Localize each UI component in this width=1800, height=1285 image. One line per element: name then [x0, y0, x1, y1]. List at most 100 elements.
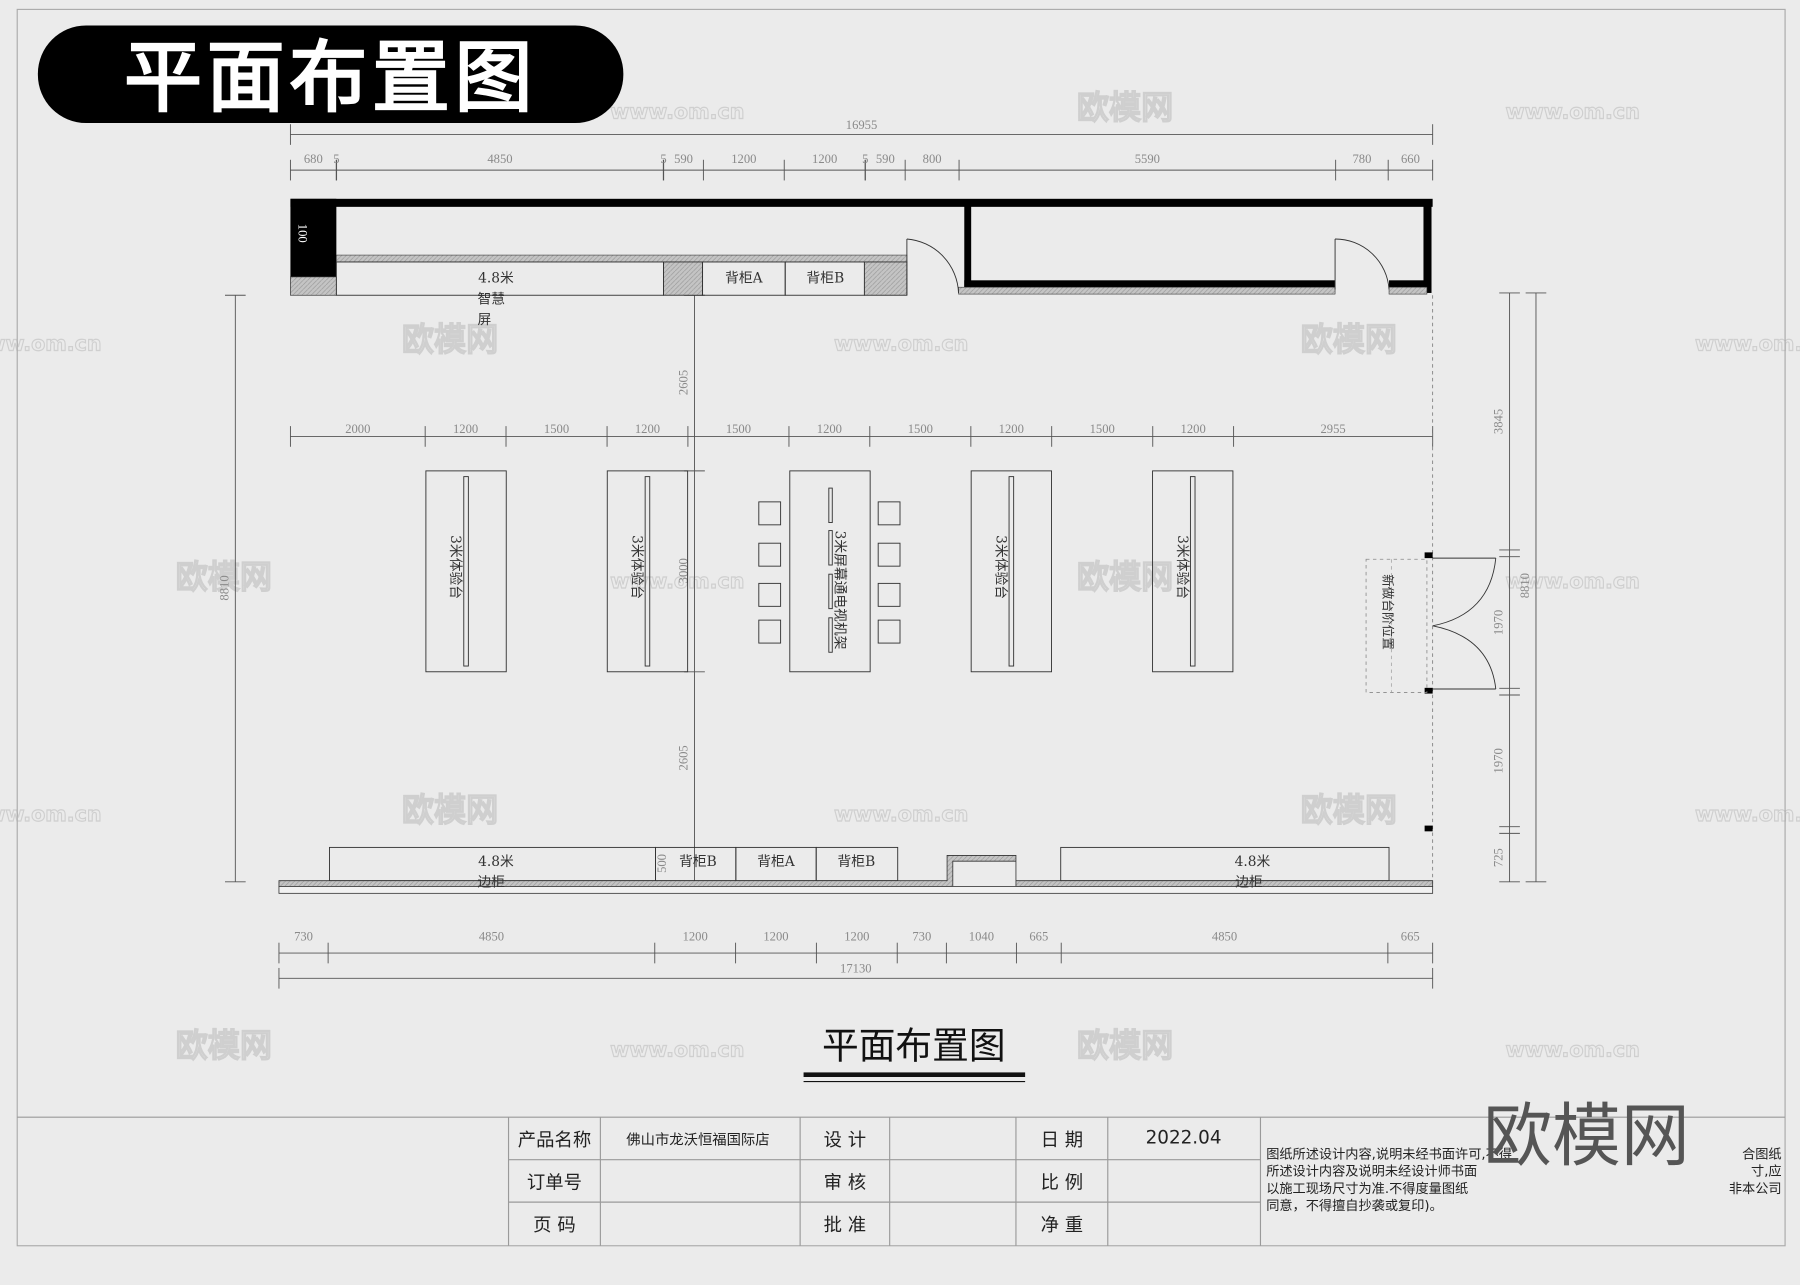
tv-table — [758, 470, 901, 673]
cabinet-depth-label: 500 — [655, 854, 669, 873]
dimension-label: 730 — [912, 929, 931, 943]
scale-label: 比 例 — [1041, 1172, 1084, 1193]
total-dimension-label-left: 8810 — [217, 575, 231, 600]
dimension-label: 1200 — [844, 929, 869, 943]
back-cabinet-b-top: 背柜B — [807, 271, 845, 287]
dimension-label: 1970 — [1492, 748, 1506, 773]
watermark: 欧模网 — [402, 791, 498, 829]
side-cabinet-right-label: 4.8米 — [1235, 854, 1271, 870]
dimension-label: 2955 — [1321, 422, 1346, 436]
watermark: 欧模网 — [176, 558, 272, 596]
dimension-label: 1200 — [683, 929, 708, 943]
chair-icon — [758, 542, 782, 567]
dimension-label: 1200 — [999, 422, 1024, 436]
chair-icon — [877, 501, 901, 526]
order-label: 订单号 — [527, 1172, 582, 1193]
north-cabinets — [335, 261, 908, 296]
weight-label: 净 重 — [1041, 1215, 1084, 1236]
experience-table — [425, 470, 507, 673]
product-name-label: 产品名称 — [518, 1130, 591, 1151]
note-line: 以施工现场尺寸为准.不得度量图纸 — [1266, 1180, 1468, 1197]
watermark-logo-large: 欧模网 — [1483, 1097, 1690, 1177]
south-wall — [278, 855, 1434, 894]
page-label: 页 码 — [533, 1215, 576, 1236]
experience-table — [1152, 470, 1234, 673]
dimension-label: 5 — [862, 152, 868, 166]
dimension-label: 780 — [1352, 152, 1371, 166]
watermark: www.om.cn — [1695, 802, 1800, 826]
drawing-title: 平面布置图 — [822, 1025, 1006, 1068]
watermark: www.om.cn — [1506, 1037, 1640, 1061]
dimension-label: 3000 — [677, 558, 691, 583]
sheet-frame — [16, 8, 1786, 1247]
back-cabinet-a-top: 背柜A — [725, 271, 764, 287]
watermark: 欧模网 — [1301, 320, 1397, 358]
side-cabinet-left-label-2: 边柜 — [478, 874, 506, 890]
smart-screen-label: 4.8米 — [478, 271, 514, 287]
dimension-label: 1500 — [908, 422, 933, 436]
watermark: 欧模网 — [1077, 558, 1173, 596]
design-label: 设 计 — [824, 1130, 867, 1151]
watermark: www.om.cn — [0, 802, 102, 826]
dimension-label: 800 — [923, 152, 942, 166]
experience-table-label: 3米体验台 — [992, 535, 1008, 599]
approve-label: 批 准 — [824, 1215, 867, 1236]
double-door-icon — [1432, 557, 1497, 690]
wall-thickness-label: 100 — [295, 224, 309, 243]
dimension-label: 2605 — [677, 370, 691, 395]
date-label: 日 期 — [1041, 1130, 1084, 1151]
experience-table — [970, 470, 1052, 673]
side-cabinet-right-label-2: 边柜 — [1235, 874, 1263, 890]
dimension-label: 590 — [876, 152, 895, 166]
step-area — [1365, 558, 1428, 693]
title-block — [17, 1116, 1786, 1246]
dimension-label: 4850 — [1212, 929, 1237, 943]
chair-icon — [877, 619, 901, 644]
dimension-label: 3845 — [1492, 409, 1506, 434]
dimension-label: 1200 — [731, 152, 756, 166]
experience-table — [606, 470, 689, 673]
dimension-label: 2000 — [345, 422, 370, 436]
experience-table-label: 3米体验台 — [1174, 535, 1190, 599]
dimension-label: 4850 — [479, 929, 504, 943]
page-title: 平面布置图 — [124, 34, 537, 124]
watermark: www.om.cn — [1695, 331, 1800, 355]
dimension-label: 1200 — [812, 152, 837, 166]
experience-table-label: 3米体验台 — [629, 535, 645, 599]
dimension-label: 665 — [1029, 929, 1048, 943]
watermark: www.om.cn — [610, 99, 744, 123]
side-cabinet-left-label: 4.8米 — [478, 854, 514, 870]
watermark: www.om.cn — [834, 802, 968, 826]
entrance: 新做台阶位置 — [1365, 295, 1497, 885]
experience-table-label: 3米体验台 — [447, 535, 463, 599]
watermark: 欧模网 — [1077, 1026, 1173, 1064]
watermark: www.om.cn — [1506, 569, 1640, 593]
dimension-label: 660 — [1401, 152, 1420, 166]
note-line: 图纸所述设计内容,说明未经书面许可,不得 — [1266, 1146, 1512, 1163]
back-cabinet-b-bottom-2: 背柜B — [838, 854, 876, 870]
chair-icon — [758, 619, 782, 644]
dimension-label: 1970 — [1492, 610, 1506, 635]
watermark: 欧模网 — [176, 1026, 272, 1064]
disclaimer-note: 图纸所述设计内容,说明未经书面许可,不得合图纸所述设计内容及说明未经设计师书面寸… — [1266, 1146, 1781, 1215]
note-line: 同意，不得擅自抄袭或复印)。 — [1266, 1197, 1443, 1214]
dimension-label: 1040 — [969, 929, 994, 943]
watermark: 欧模网 — [1301, 791, 1397, 829]
back-cabinet-a-bottom: 背柜A — [757, 854, 796, 870]
dimension-label: 1200 — [453, 422, 478, 436]
chair-icon — [758, 501, 782, 526]
watermark: www.om.cn — [610, 569, 744, 593]
note-line: 所述设计内容及说明未经设计师书面 — [1266, 1163, 1477, 1180]
date-value: 2022.04 — [1146, 1128, 1222, 1149]
total-dimension-label: 16955 — [846, 118, 878, 132]
title-underline — [803, 1072, 1026, 1078]
watermark: www.om.cn — [610, 1037, 744, 1061]
dimension-label: 5 — [660, 152, 666, 166]
dimension-label: 1500 — [544, 422, 569, 436]
smart-screen-label-2: 智慧 — [478, 291, 506, 307]
dimension-label: 1500 — [726, 422, 751, 436]
watermark: 欧模网 — [1077, 88, 1173, 126]
dimension-label: 665 — [1401, 929, 1420, 943]
